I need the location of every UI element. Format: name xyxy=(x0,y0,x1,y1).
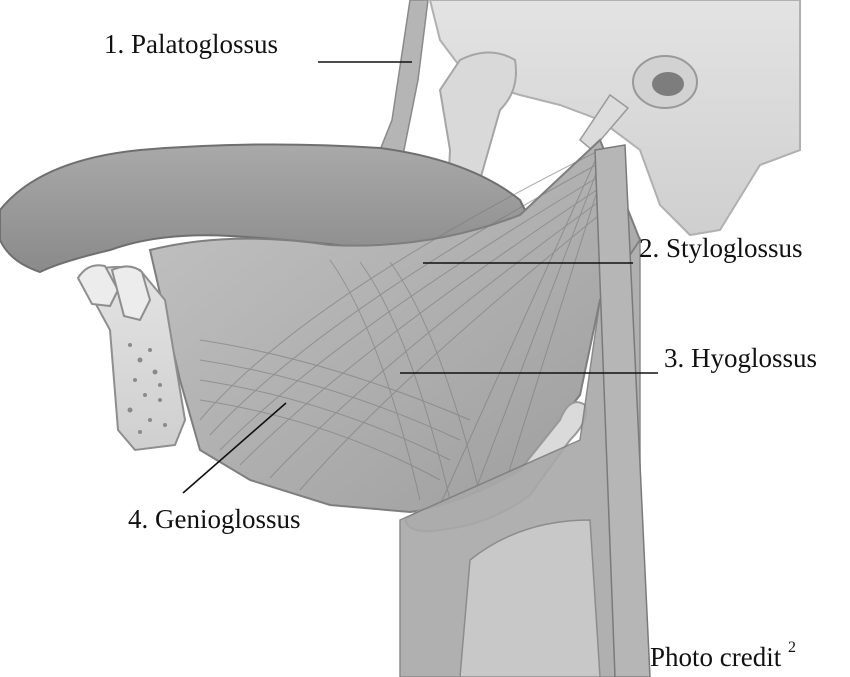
photo-credit: Photo credit 2 xyxy=(650,644,796,671)
label-genioglossus: 4. Genioglossus xyxy=(128,506,301,533)
label-styloglossus: 2. Styloglossus xyxy=(639,235,803,262)
label-palatoglossus: 1. Palatoglossus xyxy=(104,31,278,58)
ear-canal xyxy=(633,56,697,108)
photo-credit-superscript: 2 xyxy=(788,639,796,656)
label-hyoglossus: 3. Hyoglossus xyxy=(664,345,817,372)
photo-credit-text: Photo credit xyxy=(650,642,781,672)
